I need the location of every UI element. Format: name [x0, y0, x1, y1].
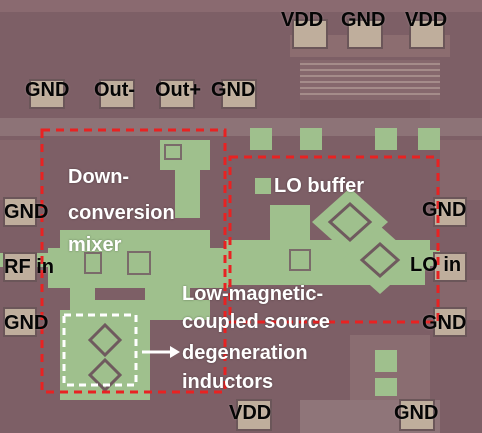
die-edge — [0, 0, 482, 12]
mixer-label-line2: conversion — [68, 202, 175, 224]
pad-label-vdd: VDD — [281, 9, 324, 31]
pad-label-out-minus: Out- — [94, 79, 136, 101]
transistor-blocks — [84, 144, 311, 275]
lo-buffer-highlight-box — [228, 155, 440, 324]
routing-band — [0, 118, 482, 136]
mixer-label-line3: mixer — [68, 234, 122, 256]
pad-label-gnd: GND — [422, 312, 467, 334]
pad-label-gnd: GND — [341, 9, 386, 31]
pad-label-gnd: GND — [394, 402, 439, 424]
bond-pads — [3, 19, 467, 431]
inductor-highlight-box — [62, 313, 138, 387]
inductor-label-line1: Low-magnetic- — [182, 283, 324, 305]
pad-label-rf-in: RF in — [4, 256, 54, 278]
pad-label-vdd: VDD — [405, 9, 448, 31]
capacitor-array-mid — [255, 178, 397, 396]
pad-label-vdd: VDD — [229, 402, 272, 424]
mixer-label-line1: Down- — [68, 166, 130, 188]
pad-label-gnd: GND — [25, 79, 70, 101]
inductor-label-line3: degeneration — [182, 342, 308, 364]
lo-buffer-label: LO buffer — [274, 175, 364, 197]
side-routing — [0, 140, 482, 433]
inductor-details — [87, 201, 401, 393]
pad-label-lo-in: LO in — [410, 254, 462, 276]
pad-label-out-plus: Out+ — [155, 79, 202, 101]
inductor-arrow — [142, 346, 180, 358]
pad-label-gnd: GND — [4, 201, 49, 223]
inductor-label-line4: inductors — [182, 371, 274, 393]
pad-label-gnd: GND — [211, 79, 256, 101]
mixer-highlight-box — [40, 128, 227, 394]
pad-label-gnd: GND — [422, 199, 467, 221]
inductor-label-line2: coupled source — [182, 311, 330, 333]
pad-label-gnd: GND — [4, 312, 49, 334]
capacitor-array-top — [250, 128, 440, 150]
